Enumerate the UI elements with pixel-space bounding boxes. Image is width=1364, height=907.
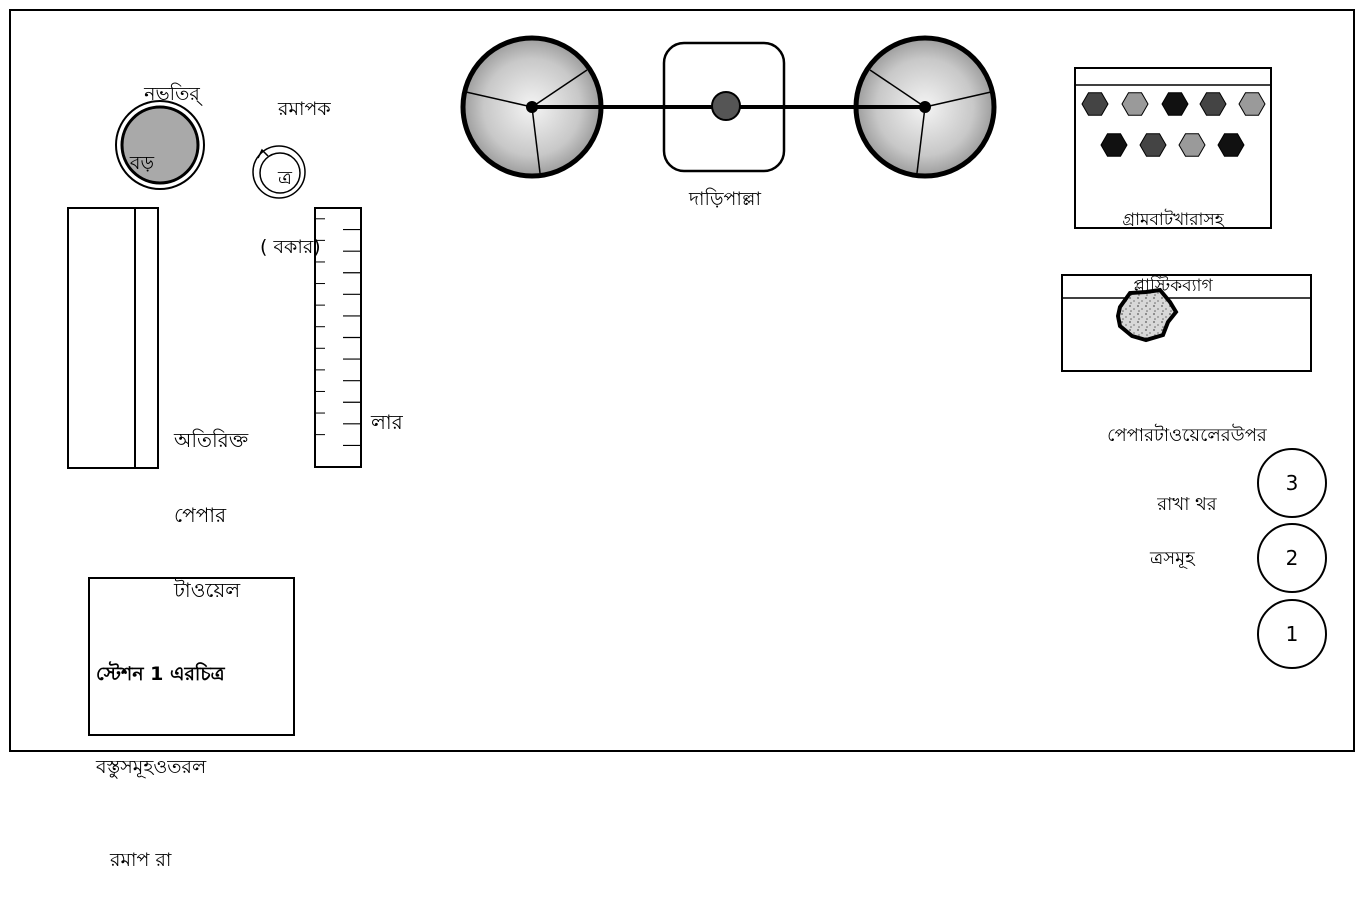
balance-label: দাড়িপাল্লা <box>689 188 761 210</box>
towel-object-label-line: পেপারটাওয়েলেরউপর <box>1107 425 1267 446</box>
large-cylinder-label-line: নভতির্ <box>144 83 200 105</box>
weights-bag-label-line: প্লাস্টিকব্যাগ <box>1133 276 1213 296</box>
weights-group <box>1081 92 1266 157</box>
balance-scale-icon <box>460 35 997 179</box>
large-cylinder-label: নভতির্ বড় <box>102 37 222 198</box>
towel-object-label-line: রাখা থর <box>1157 494 1217 515</box>
item-number-1: 1 <box>1285 622 1299 646</box>
weights-bag-label: গ্রামবাটখারাসহ প্লাস্টিকব্যাগ <box>1078 165 1268 319</box>
item-circle-1 <box>1257 599 1327 669</box>
diagram <box>9 9 1355 752</box>
small-cylinder-icon <box>252 145 306 199</box>
gram-weight-icon <box>1217 133 1245 157</box>
small-cylinder-label-line: রমাপক <box>278 98 331 120</box>
gram-weight-icon <box>1139 133 1167 157</box>
large-cylinder-label-line: বড় <box>129 152 155 174</box>
gram-weight-icon <box>1100 133 1128 157</box>
gram-weight-icon <box>1178 133 1206 157</box>
large-cylinder-icon <box>115 100 205 190</box>
items-label: ত্রসমূহ <box>1150 548 1195 569</box>
gram-weight-icon <box>1199 92 1227 116</box>
weights-bag-label-line: গ্রামবাটখারাসহ <box>1122 210 1224 230</box>
station-title-line: রমাপ রা <box>110 849 172 871</box>
numbered-items <box>1257 448 1327 669</box>
station-title-line: বস্তুসমূহওতরল <box>96 756 207 778</box>
small-cylinder-label: রমাপক ত্র ( বকার) <box>260 52 331 282</box>
gram-weight-icon <box>1121 92 1149 116</box>
small-cylinder-label-line: ( বকার) <box>260 236 321 258</box>
ruler-ticks <box>315 218 361 447</box>
item-number-3: 3 <box>1285 471 1299 495</box>
gram-weight-icon <box>1161 92 1189 116</box>
gram-weight-icon <box>1081 92 1109 116</box>
station-title: স্টেশন 1 এরচিত্র বস্তুসমূহওতরল রমাপ রা <box>96 597 225 907</box>
small-cylinder-label-line: ত্র <box>278 167 292 189</box>
extra-towel-label: অতিরিক্ত পেপার টাওয়েল <box>174 378 248 628</box>
ruler-label: লার <box>371 410 403 434</box>
paper-towel-roll-icon <box>67 207 159 469</box>
diagram-frame <box>9 9 1355 752</box>
extra-towel-label-line: পেপার <box>174 503 227 527</box>
station-box <box>88 577 295 736</box>
item-circle-3 <box>1257 448 1327 518</box>
towel-object-label: পেপারটাওয়েলেরউপর রাখা থর <box>1052 378 1322 539</box>
extra-towel-label-line: অতিরিক্ত <box>174 428 249 452</box>
extra-towel-label-line: টাওয়েল <box>174 578 241 602</box>
station-title-line: স্টেশন 1 এরচিত্র <box>96 663 225 685</box>
towel-tray-icon <box>1061 274 1312 372</box>
item-circle-2 <box>1257 523 1327 593</box>
gram-weight-icon <box>1238 92 1266 116</box>
weights-bag-icon <box>1074 67 1272 229</box>
rock-icon <box>1115 287 1179 343</box>
item-number-2: 2 <box>1285 546 1299 570</box>
ruler-icon <box>314 207 362 468</box>
